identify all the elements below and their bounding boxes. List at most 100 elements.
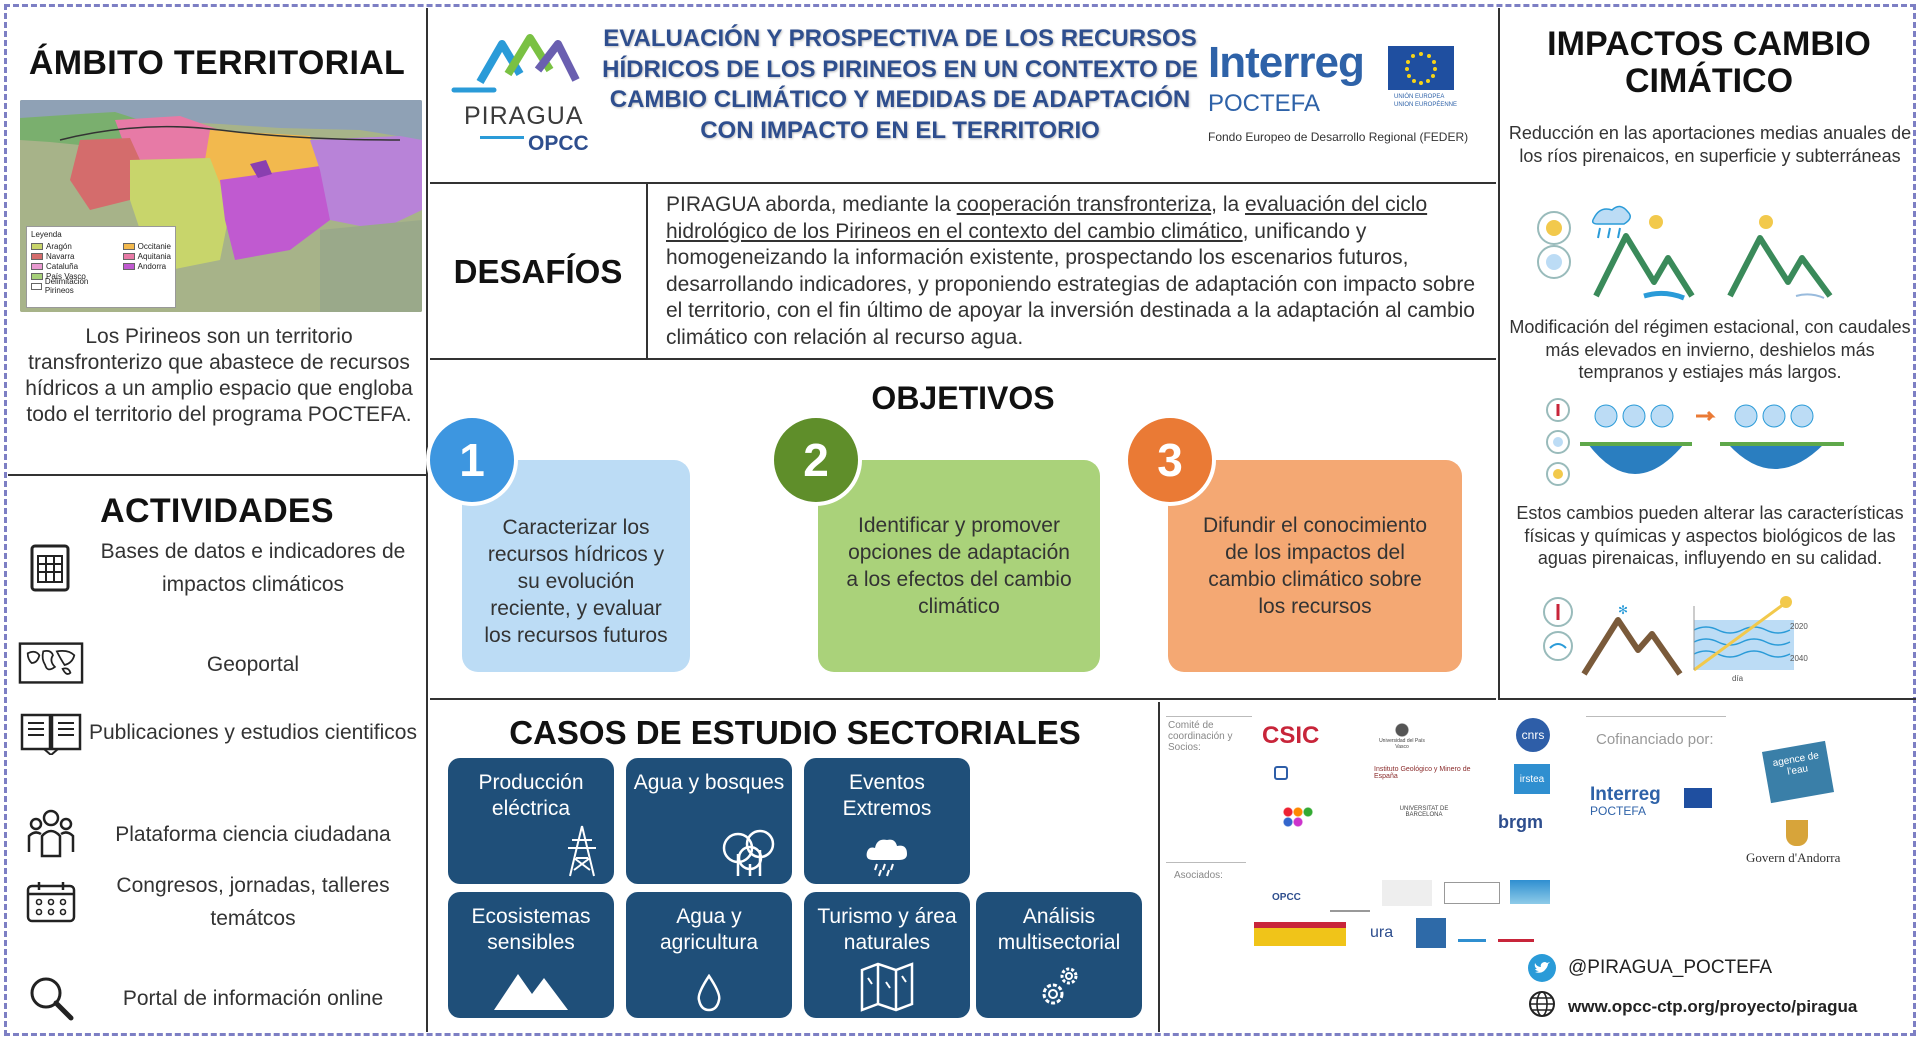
poctefa-small-logo: POCTEFA: [1590, 804, 1647, 818]
committee-label: Comité de coordinación y Socios:: [1168, 720, 1233, 753]
objectives-title: OBJETIVOS: [871, 380, 1055, 416]
legend-label: País Vasco: [46, 271, 86, 281]
legend-swatch: [122, 252, 135, 260]
challenges-text-part: PIRAGUA aborda, mediante la: [666, 193, 957, 216]
legend-col-1: Aragón Navarra Cataluña País Vasco Delim…: [31, 241, 111, 295]
legend-col-2: Occitanie Aquitania Andorra: [122, 241, 171, 291]
piragua-mountains-icon: [451, 34, 580, 93]
activity-label: Portal de información online: [122, 986, 384, 1010]
associate-logo: [1458, 922, 1486, 942]
power-tower-icon: [448, 824, 614, 878]
case-label: Turismo y área naturales: [817, 905, 957, 954]
objective-text: Caracterizar los recursos hídricos y su …: [484, 515, 668, 647]
legend-label: Andorra: [137, 261, 167, 271]
objective-card-3: Difundir el conocimiento de los impactos…: [1168, 460, 1462, 672]
case-sensitive-ecosystems: Ecosistemas sensibles: [448, 892, 614, 1018]
website-url: www.opcc-ctp.org/proyecto/piragua: [1568, 996, 1858, 1016]
impacts-title: IMPACTOS CAMBIO CIMÁTICO: [1547, 25, 1871, 100]
interreg-logo: Interreg POCTEFA UNIÓN EUROPEA UNION EUR…: [1208, 38, 1488, 158]
csic-logo: CSIC: [1262, 722, 1320, 749]
day-label: día: [1732, 674, 1744, 683]
activity-databases: Bases de datos e indicadores de impactos…: [18, 538, 422, 598]
case-power-production: Producción eléctrica: [448, 758, 614, 884]
brgm-logo: brgm: [1498, 812, 1543, 832]
legend-item: Cataluña: [31, 261, 111, 271]
eu-text-1: UNIÓN EUROPEA: [1394, 94, 1445, 100]
case-multisectoral-analysis: Análisis multisectorial: [976, 892, 1142, 1018]
case-label: Agua y bosques: [633, 771, 785, 794]
mountains-icon: [448, 964, 614, 1012]
interreg-small-logo: Interreg: [1590, 784, 1661, 805]
objective-text: Difundir el conocimiento de los impactos…: [1202, 514, 1428, 618]
case-label: Análisis multisectorial: [997, 905, 1121, 954]
challenges-text-part: , la: [1211, 193, 1246, 216]
case-label: Ecosistemas sensibles: [471, 905, 591, 954]
poctefa-text: POCTEFA: [1208, 90, 1321, 117]
activity-label: Plataforma ciencia ciudadana: [115, 822, 391, 846]
website-link[interactable]: www.opcc-ctp.org/proyecto/piragua: [1528, 990, 1857, 1023]
legend-item: Aquitania: [122, 251, 171, 261]
partners-section: Comité de coordinación y Socios: CSIC Un…: [1162, 702, 1916, 1032]
associate-logo: [1382, 880, 1432, 906]
opcc-logo-text: OPCC: [524, 132, 593, 156]
case-label: Eventos Extremos: [842, 771, 932, 820]
header: PIRAGUA OPCC EVALUACIÓN Y PROSPECTIVA DE…: [430, 8, 1496, 184]
legend-label: Cataluña: [46, 261, 79, 271]
storm-cloud-icon: [804, 836, 970, 878]
people-icon: [18, 808, 84, 860]
challenges-link-evaluation: evaluación del ciclo hidrológico de los …: [666, 193, 1428, 243]
map-legend: Leyenda Aragón Navarra Cataluña País Vas…: [26, 226, 176, 308]
case-studies-title: CASOS DE ESTUDIO SECTORIALES: [509, 714, 1081, 751]
activity-citizen-science: Plataforma ciencia ciudadana: [18, 804, 422, 864]
legend-item: Delimitación Pirineos: [31, 277, 111, 295]
twitter-icon: [1528, 954, 1556, 982]
twitter-link[interactable]: @PIRAGUA_POCTEFA: [1528, 954, 1772, 982]
igme-logo: Instituto Geológico y Minero de España: [1374, 766, 1471, 780]
legend-label: Delimitación Pirineos: [44, 277, 89, 295]
challenges-label: DESAFÍOS: [430, 184, 648, 360]
feder-text: Fondo Europeo de Desarrollo Regional (FE…: [1208, 130, 1469, 144]
associate-logo: [1330, 882, 1370, 912]
cnrs-logo: cnrs: [1516, 718, 1550, 752]
folded-map-icon: [804, 962, 970, 1012]
associates-line: [1166, 862, 1246, 863]
associate-logo: [1498, 924, 1534, 942]
case-tourism-natural-areas: Turismo y área naturales: [804, 892, 970, 1018]
case-label: Producción eléctrica: [478, 771, 584, 820]
challenges-text-part: , unificando y homogeneizando la informa…: [666, 219, 1476, 349]
objective-text: Identificar y promover opciones de adapt…: [846, 514, 1072, 618]
eu-text-2: UNION EUROPÉENNE: [1394, 102, 1458, 108]
activity-geoportal: Geoportal: [18, 634, 422, 694]
associates-label: Asociados:: [1174, 870, 1223, 881]
legend-item: Occitanie: [122, 241, 171, 251]
left-divider: [8, 474, 426, 476]
agence-eau-logo: agence de l'eau: [1761, 740, 1835, 804]
andorra-shield-icon: [1786, 820, 1808, 846]
page-frame: [4, 4, 1916, 1036]
legend-item: País Vasco: [31, 271, 111, 281]
legend-item: Aragón: [31, 241, 111, 251]
legend-label: Aragón: [46, 241, 72, 251]
cofinanced-line: [1586, 716, 1726, 717]
pyrenees-map: Leyenda Aragón Navarra Cataluña País Vas…: [20, 100, 422, 312]
opcc-small-logo: OPCC: [1272, 892, 1301, 903]
challenges-text: PIRAGUA aborda, mediante la cooperación …: [666, 192, 1486, 351]
associate-logo: [1510, 880, 1550, 904]
world-map-icon: [18, 638, 84, 690]
activity-publications: Publicaciones y estudios cientificos: [18, 702, 422, 762]
open-book-icon: [18, 706, 84, 758]
case-extreme-events: Eventos Extremos: [804, 758, 970, 884]
activity-label: Geoportal: [206, 652, 300, 676]
legend-item: Navarra: [31, 251, 111, 261]
andorra-logo: Govern d'Andorra: [1746, 850, 1841, 865]
left-column: ÁMBITO TERRITORIAL Leyenda Aragón Navarr…: [8, 8, 428, 1032]
ub-logo: UNIVERSITAT DE BARCELONA: [1399, 806, 1449, 818]
partner-logo-dots: [1282, 806, 1314, 832]
objective-number-2: 2: [770, 414, 862, 506]
piragua-logo: PIRAGUA OPCC: [450, 30, 600, 160]
page-title: EVALUACIÓN Y PROSPECTIVA DE LOS RECURSOS…: [602, 25, 1198, 144]
legend-label: Navarra: [46, 251, 75, 261]
legend-swatch: [122, 262, 135, 270]
associate-logo: [1444, 882, 1500, 904]
twitter-handle: @PIRAGUA_POCTEFA: [1568, 957, 1773, 978]
